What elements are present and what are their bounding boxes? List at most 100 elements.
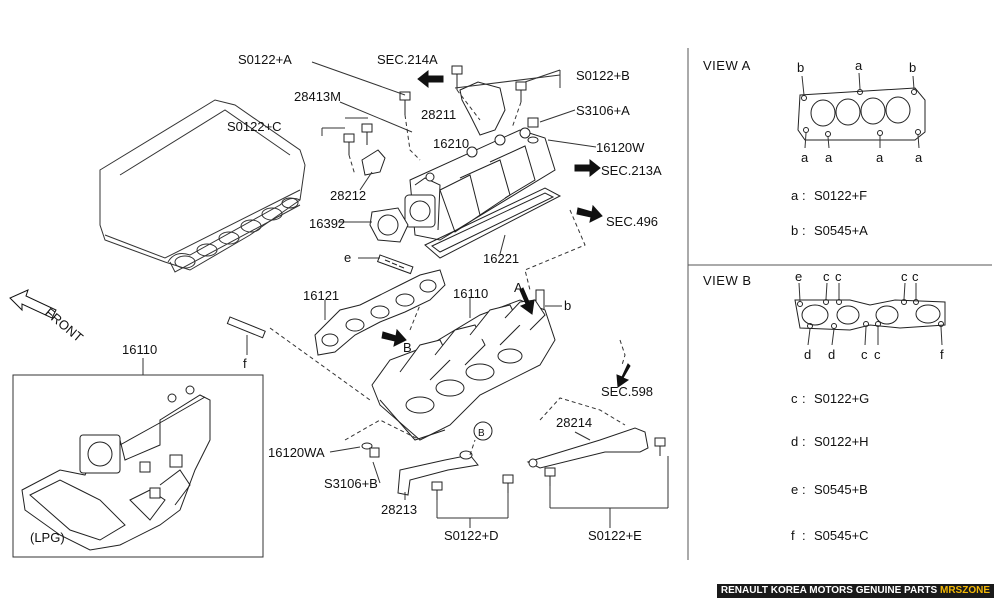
view-a-callout-bottom-2: a — [825, 150, 833, 165]
view-a-callout-top-3: b — [909, 60, 916, 75]
view-b-callout-top-2: c — [823, 269, 830, 284]
view-b-legend-value-f: S0545+C — [814, 528, 869, 543]
label-view-b-marker: B — [403, 340, 412, 355]
lpg-inset-frame — [12, 374, 264, 558]
view-a-legend-value-a: S0122+F — [814, 188, 867, 203]
footer-banner: RENAULT KOREA MOTORS GENUINE PARTS MRSZO… — [716, 584, 994, 598]
label-16221: 16221 — [483, 251, 519, 266]
label-sec496: SEC.496 — [606, 214, 658, 229]
label-b-stud: b — [564, 298, 571, 313]
collector-gasket — [424, 187, 562, 259]
view-b-legend-value-d: S0122+H — [814, 434, 869, 449]
leader-lines — [142, 61, 669, 528]
view-b-legend-value-c: S0122+G — [814, 391, 869, 406]
view-b-legend-sep-c: : — [802, 391, 806, 406]
view-b-callout-bottom-2: d — [828, 347, 835, 362]
bracket-28213 — [397, 450, 479, 496]
footer-text: RENAULT KOREA MOTORS GENUINE PARTS — [720, 585, 940, 596]
cylinder-head-outline — [99, 99, 306, 273]
view-b-legend-sep-e: : — [802, 482, 806, 497]
panel-dividers — [687, 48, 992, 560]
view-b-legend-key-d: d — [791, 434, 798, 449]
view-b-callout-bottom-4: c — [874, 347, 881, 362]
view-b-callout-top-4: c — [901, 269, 908, 284]
view-b-circle-marker — [473, 421, 493, 441]
view-a-legend-sep-a: : — [802, 188, 806, 203]
view-a-panel: VIEW A b a b a a a a a : S0122+F b : S05… — [703, 58, 923, 238]
footer-brand: MRSZONE — [940, 585, 990, 596]
view-b-title: VIEW B — [703, 273, 752, 288]
bracket-28211 — [459, 81, 506, 136]
label-e-stud: e — [344, 250, 351, 265]
view-b-callout-lines — [798, 282, 943, 346]
bolts — [343, 65, 666, 500]
label-16110-lpg: 16110 — [122, 342, 157, 357]
stud-e — [376, 254, 414, 275]
bracket-28212 — [361, 149, 386, 176]
view-a-legend-sep-b: : — [802, 223, 806, 238]
label-sec214a: SEC.214A — [377, 52, 438, 67]
view-b-callout-bottom-1: d — [804, 347, 811, 362]
view-a-gasket — [797, 87, 926, 141]
front-label: FRONT — [42, 305, 86, 345]
label-28212: 28212 — [330, 188, 366, 203]
label-s3106a: S3106+A — [576, 103, 630, 118]
view-a-callout-top-1: b — [797, 60, 804, 75]
view-b-legend-key-c: c — [791, 391, 798, 406]
view-b-legend-key-e: e — [791, 482, 798, 497]
view-b-panel: VIEW B e c c c c d d c c f c : S0122+G d… — [703, 269, 944, 543]
lpg-manifold-drawing — [21, 385, 211, 551]
label-lpg: (LPG) — [30, 530, 65, 545]
view-a-callout-lines — [801, 72, 920, 149]
label-s0122b: S0122+B — [576, 68, 630, 83]
view-b-callout-top-5: c — [912, 269, 919, 284]
label-16210: 16210 — [433, 136, 469, 151]
view-a-callout-top-2: a — [855, 58, 863, 73]
view-a-callout-bottom-1: a — [801, 150, 809, 165]
stud-f — [226, 316, 266, 339]
label-s0122a: S0122+A — [238, 52, 292, 67]
intake-collector-upper — [404, 127, 556, 241]
label-28211: 28211 — [421, 107, 456, 122]
manifold-gasket — [314, 269, 446, 356]
label-s0122d: S0122+D — [444, 528, 499, 543]
view-b-gasket — [794, 299, 946, 331]
label-view-a-marker: A — [514, 280, 523, 295]
label-16392: 16392 — [309, 216, 345, 231]
view-b-legend-sep-d: : — [802, 434, 806, 449]
throttle-gasket — [369, 207, 409, 243]
view-a-legend-key-b: b — [791, 223, 798, 238]
view-a-legend-value-b: S0545+A — [814, 223, 868, 238]
view-b-callout-top-1: e — [795, 269, 802, 284]
view-a-title: VIEW A — [703, 58, 751, 73]
intake-manifold-lower — [371, 299, 556, 441]
label-16120w: 16120W — [596, 140, 645, 155]
label-s0122c: S0122+C — [227, 119, 282, 134]
view-b-callout-bottom-3: c — [861, 347, 868, 362]
label-s0122e: S0122+E — [588, 528, 642, 543]
label-16120wa: 16120WA — [268, 445, 325, 460]
view-a-legend-key-a: a — [791, 188, 799, 203]
label-28213: 28213 — [381, 502, 417, 517]
label-28413m: 28413M — [294, 89, 341, 104]
label-16110: 16110 — [453, 286, 488, 301]
label-16121: 16121 — [303, 288, 339, 303]
view-b-circle-label: B — [478, 428, 485, 439]
bracket-28214 — [526, 427, 649, 469]
label-28214: 28214 — [556, 415, 592, 430]
label-sec598: SEC.598 — [601, 384, 653, 399]
part-labels: S0122+A SEC.214A S0122+B 28413M 28211 S3… — [30, 52, 662, 545]
view-b-callout-bottom-5: f — [940, 347, 944, 362]
section-arrows — [381, 69, 631, 388]
view-b-legend-key-f: f — [791, 528, 795, 543]
view-b-legend-sep-f: : — [802, 528, 806, 543]
front-direction-arrow — [9, 289, 57, 319]
label-sec213a: SEC.213A — [601, 163, 662, 178]
view-a-callout-bottom-4: a — [915, 150, 923, 165]
view-a-callout-bottom-3: a — [876, 150, 884, 165]
view-b-legend-value-e: S0545+B — [814, 482, 868, 497]
label-s3106b: S3106+B — [324, 476, 378, 491]
dashed-guide-lines — [269, 89, 626, 456]
label-f-stud: f — [243, 356, 247, 371]
